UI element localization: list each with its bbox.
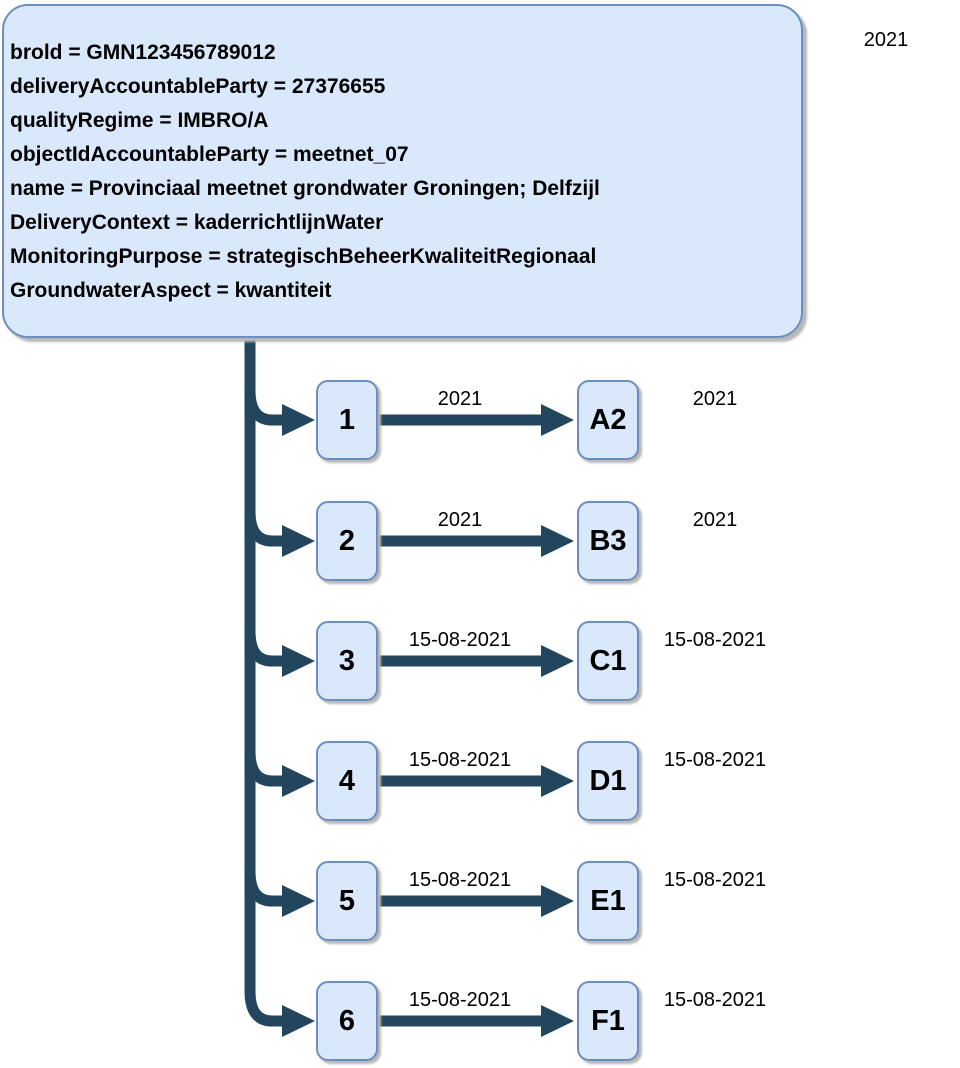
edge-date-label-3: 15-08-2021 [408,629,512,651]
branch-connector-5 [244,870,315,917]
node-4-label: 4 [338,764,356,797]
network-properties-box: brold = GMN123456789012 deliveryAccounta… [2,4,803,338]
property-line-broid: brold = GMN123456789012 [10,41,276,64]
row-date-label-6: 15-08-2021 [663,989,767,1011]
branch-connector-2 [244,510,315,557]
node-f1-label: F1 [591,1004,625,1037]
row-date-label-3: 15-08-2021 [663,629,767,651]
property-line-name: name = Provinciaal meetnet grondwater Gr… [10,177,600,200]
edge-date-label-6: 15-08-2021 [408,989,512,1011]
node-6: 6 [316,981,378,1061]
row-date-label-5: 15-08-2021 [663,869,767,891]
node-4: 4 [316,741,378,821]
row-date-label-2: 2021 [692,509,738,531]
property-line-delivery-accountable-party: deliveryAccountableParty = 27376655 [10,75,386,98]
property-line-object-id: objectIdAccountableParty = meetnet_07 [10,143,409,166]
network-start-date-label: 2021 [863,29,909,51]
property-line-quality-regime: qualityRegime = IMBRO/A [10,109,269,132]
node-2: 2 [316,501,378,581]
row-date-label-4: 15-08-2021 [663,749,767,771]
node-5: 5 [316,861,378,941]
node-3: 3 [316,621,378,701]
node-b3: B3 [577,501,639,581]
node-1-label: 1 [338,403,356,436]
row-date-label-1: 2021 [692,388,738,410]
node-b3-label: B3 [589,524,627,557]
node-5-label: 5 [338,884,356,917]
edge-date-label-2: 2021 [437,509,483,531]
property-line-monitoring-purpose: MonitoringPurpose = strategischBeheerKwa… [10,245,597,268]
node-a2-label: A2 [589,403,627,436]
node-e1: E1 [577,861,639,941]
property-line-delivery-context: DeliveryContext = kaderrichtlijnWater [10,211,384,234]
branch-connector-3 [244,630,315,677]
trunk-connector [244,338,315,1037]
node-c1: C1 [577,621,639,701]
edge-date-label-5: 15-08-2021 [408,869,512,891]
node-6-label: 6 [338,1004,356,1037]
node-e1-label: E1 [590,884,626,917]
property-line-groundwater-aspect: GroundwaterAspect = kwantiteit [10,279,332,302]
node-f1: F1 [577,981,639,1061]
node-3-label: 3 [338,644,356,677]
edge-date-label-1: 2021 [437,388,483,410]
node-a2: A2 [577,380,639,460]
node-1: 1 [316,380,378,460]
node-d1: D1 [577,741,639,821]
branch-connector-1 [244,389,315,436]
node-c1-label: C1 [589,644,627,677]
node-d1-label: D1 [589,764,627,797]
branch-connector-4 [244,750,315,797]
edge-date-label-4: 15-08-2021 [408,749,512,771]
node-2-label: 2 [338,524,356,557]
